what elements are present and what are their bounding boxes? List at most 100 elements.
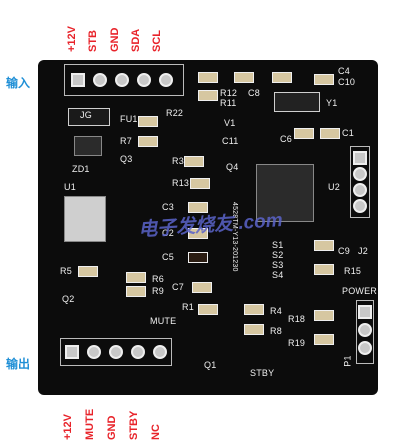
c8-part — [234, 72, 254, 83]
output-pin-3 — [109, 345, 123, 359]
c3-label: C3 — [162, 202, 174, 212]
right-header — [350, 146, 370, 218]
bottom-pin-label-gnd: GND — [106, 415, 118, 440]
input-header — [64, 64, 184, 96]
bottom-pin-label-12v: +12V — [62, 414, 74, 440]
input-pin-5 — [159, 73, 173, 87]
stby-label: STBY — [250, 368, 275, 378]
r19-part — [314, 334, 334, 345]
output-pin-4 — [131, 345, 145, 359]
output-header — [60, 338, 172, 366]
p1-header — [356, 300, 374, 364]
r11-label: R11 — [220, 98, 237, 108]
r11-part — [198, 90, 218, 101]
input-label: 输入 — [6, 76, 31, 90]
s3-label: S3 — [272, 260, 284, 270]
c11-label: C11 — [222, 136, 239, 146]
s1-label: S1 — [272, 240, 284, 250]
right-pin-1 — [353, 151, 367, 165]
top-pin-label-scl: SCL — [151, 30, 163, 52]
output-pin-5 — [153, 345, 167, 359]
r5-label: R5 — [60, 266, 72, 276]
output-pin-2 — [87, 345, 101, 359]
c7-part — [192, 282, 212, 293]
watermark: 电子发烧友 .com — [137, 209, 284, 242]
right-pin-4 — [353, 199, 367, 213]
r19-label: R19 — [288, 338, 306, 348]
r12-label: R12 — [220, 88, 238, 98]
bottom-pin-label-mute: MUTE — [84, 408, 96, 440]
r8-label: R8 — [270, 326, 282, 336]
r7-label: R7 — [120, 136, 132, 146]
output-pin-1 — [65, 345, 79, 359]
c10-label: C10 — [338, 77, 356, 87]
mute-label: MUTE — [150, 316, 177, 326]
r4-label: R4 — [270, 306, 282, 316]
c6-part — [294, 128, 314, 139]
q4-label: Q4 — [226, 162, 239, 172]
c5-part — [188, 252, 208, 263]
bottom-pin-label-nc: NC — [150, 424, 162, 440]
r3-label: R3 — [172, 156, 184, 166]
right-pin-3 — [353, 183, 367, 197]
p1-pin-3 — [358, 341, 372, 355]
fu1-label: FU1 — [120, 114, 138, 124]
r5-part — [78, 266, 98, 277]
right-pin-2 — [353, 167, 367, 181]
c4-label: C4 — [338, 66, 350, 76]
input-pin-4 — [137, 73, 151, 87]
r6-part — [126, 272, 146, 283]
c7-label: C7 — [172, 282, 184, 292]
c8-label: C8 — [248, 88, 260, 98]
p1-pin-1 — [358, 305, 372, 319]
c10-part — [314, 74, 334, 85]
c1-part — [320, 128, 340, 139]
zd1-label: ZD1 — [72, 164, 90, 174]
p1-pin-2 — [358, 323, 372, 337]
y1-label: Y1 — [326, 98, 338, 108]
r1-part — [198, 304, 218, 315]
s2-label: S2 — [272, 250, 284, 260]
v1-label: V1 — [224, 118, 236, 128]
r1-label: R1 — [182, 302, 194, 312]
input-pin-2 — [93, 73, 107, 87]
c2-part — [188, 228, 208, 239]
c6-label: C6 — [280, 134, 292, 144]
q1-label: Q1 — [204, 360, 217, 370]
r9-part — [126, 286, 146, 297]
c9-part — [314, 240, 334, 251]
jg-label: JG — [80, 110, 92, 120]
r4-part — [244, 304, 264, 315]
c5-label: C5 — [162, 252, 174, 262]
r13-label: R13 — [172, 178, 190, 188]
u2-label: U2 — [328, 182, 340, 192]
r18-label: R18 — [288, 314, 306, 324]
r3-part — [184, 156, 204, 167]
r7-part — [138, 136, 158, 147]
top-pin-label-gnd: GND — [109, 27, 121, 52]
c4-part — [272, 72, 292, 83]
output-label: 输出 — [6, 357, 31, 371]
power-label: POWER — [342, 286, 378, 296]
c2-label: C2 — [162, 228, 174, 238]
u2-chip — [256, 164, 314, 222]
top-pin-label-sda: SDA — [130, 28, 142, 52]
c9-label: C9 — [338, 246, 350, 256]
r6-label: R6 — [152, 274, 164, 284]
pcb-board: R12 R11 C8 C4 C10 Y1 R22 V1 JG FU1 ZD1 R… — [38, 60, 378, 395]
r18-part — [314, 310, 334, 321]
jg-part — [68, 108, 110, 126]
input-pin-1 — [71, 73, 85, 87]
zd1-diode — [74, 136, 102, 156]
top-pin-label-stb: STB — [87, 30, 99, 52]
r15-part — [314, 264, 334, 275]
input-pin-3 — [115, 73, 129, 87]
p1-label: P1 — [342, 355, 353, 367]
c3-part — [188, 202, 208, 213]
fu1-part — [138, 116, 158, 127]
c1-label: C1 — [342, 128, 354, 138]
r15-label: R15 — [344, 266, 362, 276]
u1-label: U1 — [64, 182, 76, 192]
r12-part — [198, 72, 218, 83]
q3-label: Q3 — [120, 154, 133, 164]
